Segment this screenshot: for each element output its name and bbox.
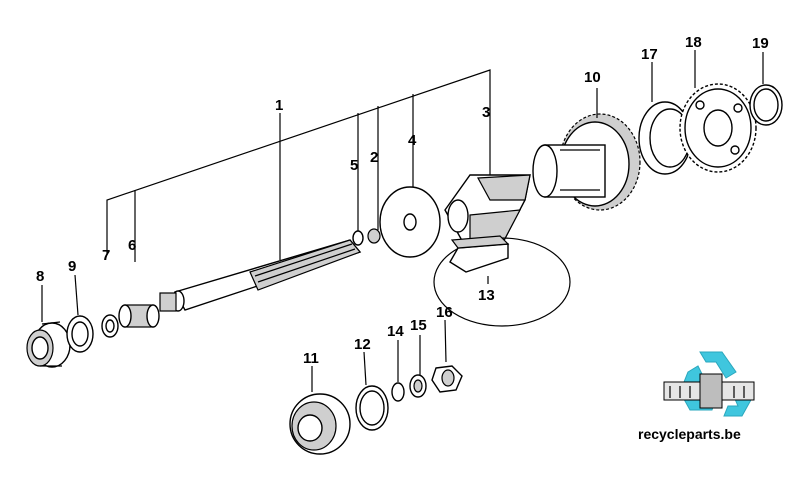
lower-washer-part [391,382,405,402]
ring-part [749,84,783,126]
label-12: 12 [354,336,371,353]
lower-circlip-part [355,385,389,431]
label-10: 10 [584,69,601,86]
nut-part [431,365,463,393]
shaft-part [159,239,362,312]
leader-bracket [106,69,491,262]
label-19: 19 [752,35,769,52]
part-labels: 1 2 3 4 5 6 7 8 9 10 11 12 13 14 15 16 1… [36,34,769,367]
gear-part [679,83,757,173]
recycleparts-logo: recycleparts.be [638,351,755,442]
drive-gear-part [532,113,641,211]
label-2: 2 [370,149,378,166]
label-7: 7 [102,247,110,264]
washer-part [101,314,119,338]
label-11: 11 [303,350,319,367]
label-3: 3 [482,104,490,121]
label-1: 1 [275,97,283,114]
small-rings-part [352,228,381,246]
label-17: 17 [641,46,658,63]
label-16: 16 [436,304,453,321]
spacer-part [409,374,427,398]
label-15: 15 [410,317,427,334]
label-14: 14 [387,323,404,340]
label-13: 13 [478,287,495,304]
disc-part [379,186,441,258]
label-5: 5 [350,157,358,174]
logo-text: recycleparts.be [638,426,741,442]
highlighted-part [433,235,571,327]
label-9: 9 [68,258,76,275]
circlip-part [66,315,94,353]
label-4: 4 [408,132,417,149]
label-8: 8 [36,268,44,285]
label-18: 18 [685,34,702,51]
oil-seal-part [289,393,351,455]
label-6: 6 [128,237,136,254]
impeller-part [444,174,531,256]
bushing-part [118,304,160,328]
needle-bearing-part [26,321,71,368]
engine-part-icon [663,373,755,409]
part-leaders [41,50,764,392]
